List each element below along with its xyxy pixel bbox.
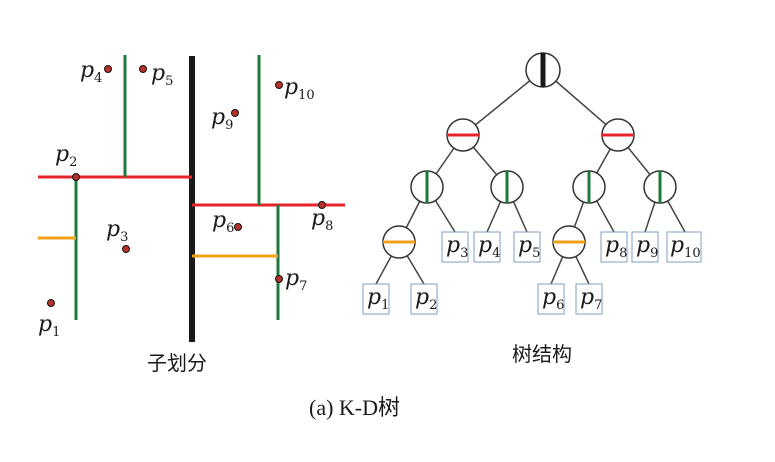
- tree-node-red-left: [446, 118, 480, 152]
- tree-caption: 树结构: [512, 342, 572, 366]
- point-p2-dot: [72, 173, 80, 181]
- point-p1-dot: [47, 299, 55, 307]
- point-labels: p1 p2 p3 p4 p5 p6 p7 p8 p9 p10: [38, 58, 333, 340]
- svg-text:p9: p9: [636, 233, 658, 261]
- root-node: [525, 52, 561, 88]
- tree-node-orange-left: [382, 225, 416, 259]
- point-label-p2: p2: [55, 142, 77, 170]
- point-label-p10: p10: [284, 75, 315, 103]
- point-p3-dot: [122, 245, 130, 253]
- leaf-p4: p4: [473, 231, 501, 263]
- svg-text:p3: p3: [446, 233, 468, 261]
- point-p8-dot: [318, 201, 326, 209]
- tree-panel: p1 p2 p3 p4 p5 p6: [362, 52, 702, 366]
- point-p6-dot: [234, 223, 242, 231]
- point-label-p5: p5: [151, 61, 173, 89]
- point-label-p4: p4: [80, 58, 102, 86]
- point-label-p9: p9: [211, 105, 233, 133]
- leaf-p7: p7: [575, 283, 603, 315]
- point-label-p6: p6: [212, 208, 234, 236]
- point-p9-dot: [231, 109, 239, 117]
- svg-text:p7: p7: [580, 285, 602, 313]
- subdivision-panel: p1 p2 p3 p4 p5 p6 p7 p8 p9 p10 子划分: [38, 55, 345, 375]
- leaf-p5: p5: [513, 231, 541, 263]
- leaf-p3: p3: [441, 231, 469, 263]
- svg-text:p10: p10: [670, 233, 701, 261]
- tree-node-orange-right: [552, 225, 586, 259]
- svg-text:p6: p6: [542, 285, 564, 313]
- point-p10-dot: [275, 81, 283, 89]
- svg-text:p8: p8: [605, 233, 627, 261]
- tree-node-red-right: [601, 118, 635, 152]
- tree-node-green-4: [643, 170, 677, 204]
- point-label-p1: p1: [38, 312, 60, 340]
- tree-node-green-3: [572, 170, 606, 204]
- tree-node-green-2: [490, 170, 524, 204]
- leaf-p2: p2: [410, 283, 438, 315]
- figure-caption: (a) K-D树: [309, 395, 400, 420]
- tree-node-green-1: [410, 170, 444, 204]
- svg-text:p2: p2: [415, 285, 437, 313]
- leaf-nodes: p1 p2 p3 p4 p5 p6: [362, 231, 702, 315]
- leaf-p6: p6: [537, 283, 565, 315]
- point-label-p8: p8: [311, 206, 333, 234]
- point-label-p3: p3: [106, 217, 128, 245]
- point-p7-dot: [275, 275, 283, 283]
- leaf-p8: p8: [600, 231, 628, 263]
- leaf-p9: p9: [631, 231, 659, 263]
- point-dots: [47, 65, 326, 307]
- point-p5-dot: [139, 65, 147, 73]
- svg-text:p1: p1: [367, 285, 389, 313]
- svg-text:p5: p5: [518, 233, 540, 261]
- svg-text:p4: p4: [478, 233, 500, 261]
- point-p4-dot: [104, 65, 112, 73]
- partition-caption: 子划分: [147, 351, 207, 375]
- point-label-p7: p7: [285, 266, 307, 294]
- leaf-p10: p10: [666, 231, 702, 263]
- leaf-p1: p1: [362, 283, 390, 315]
